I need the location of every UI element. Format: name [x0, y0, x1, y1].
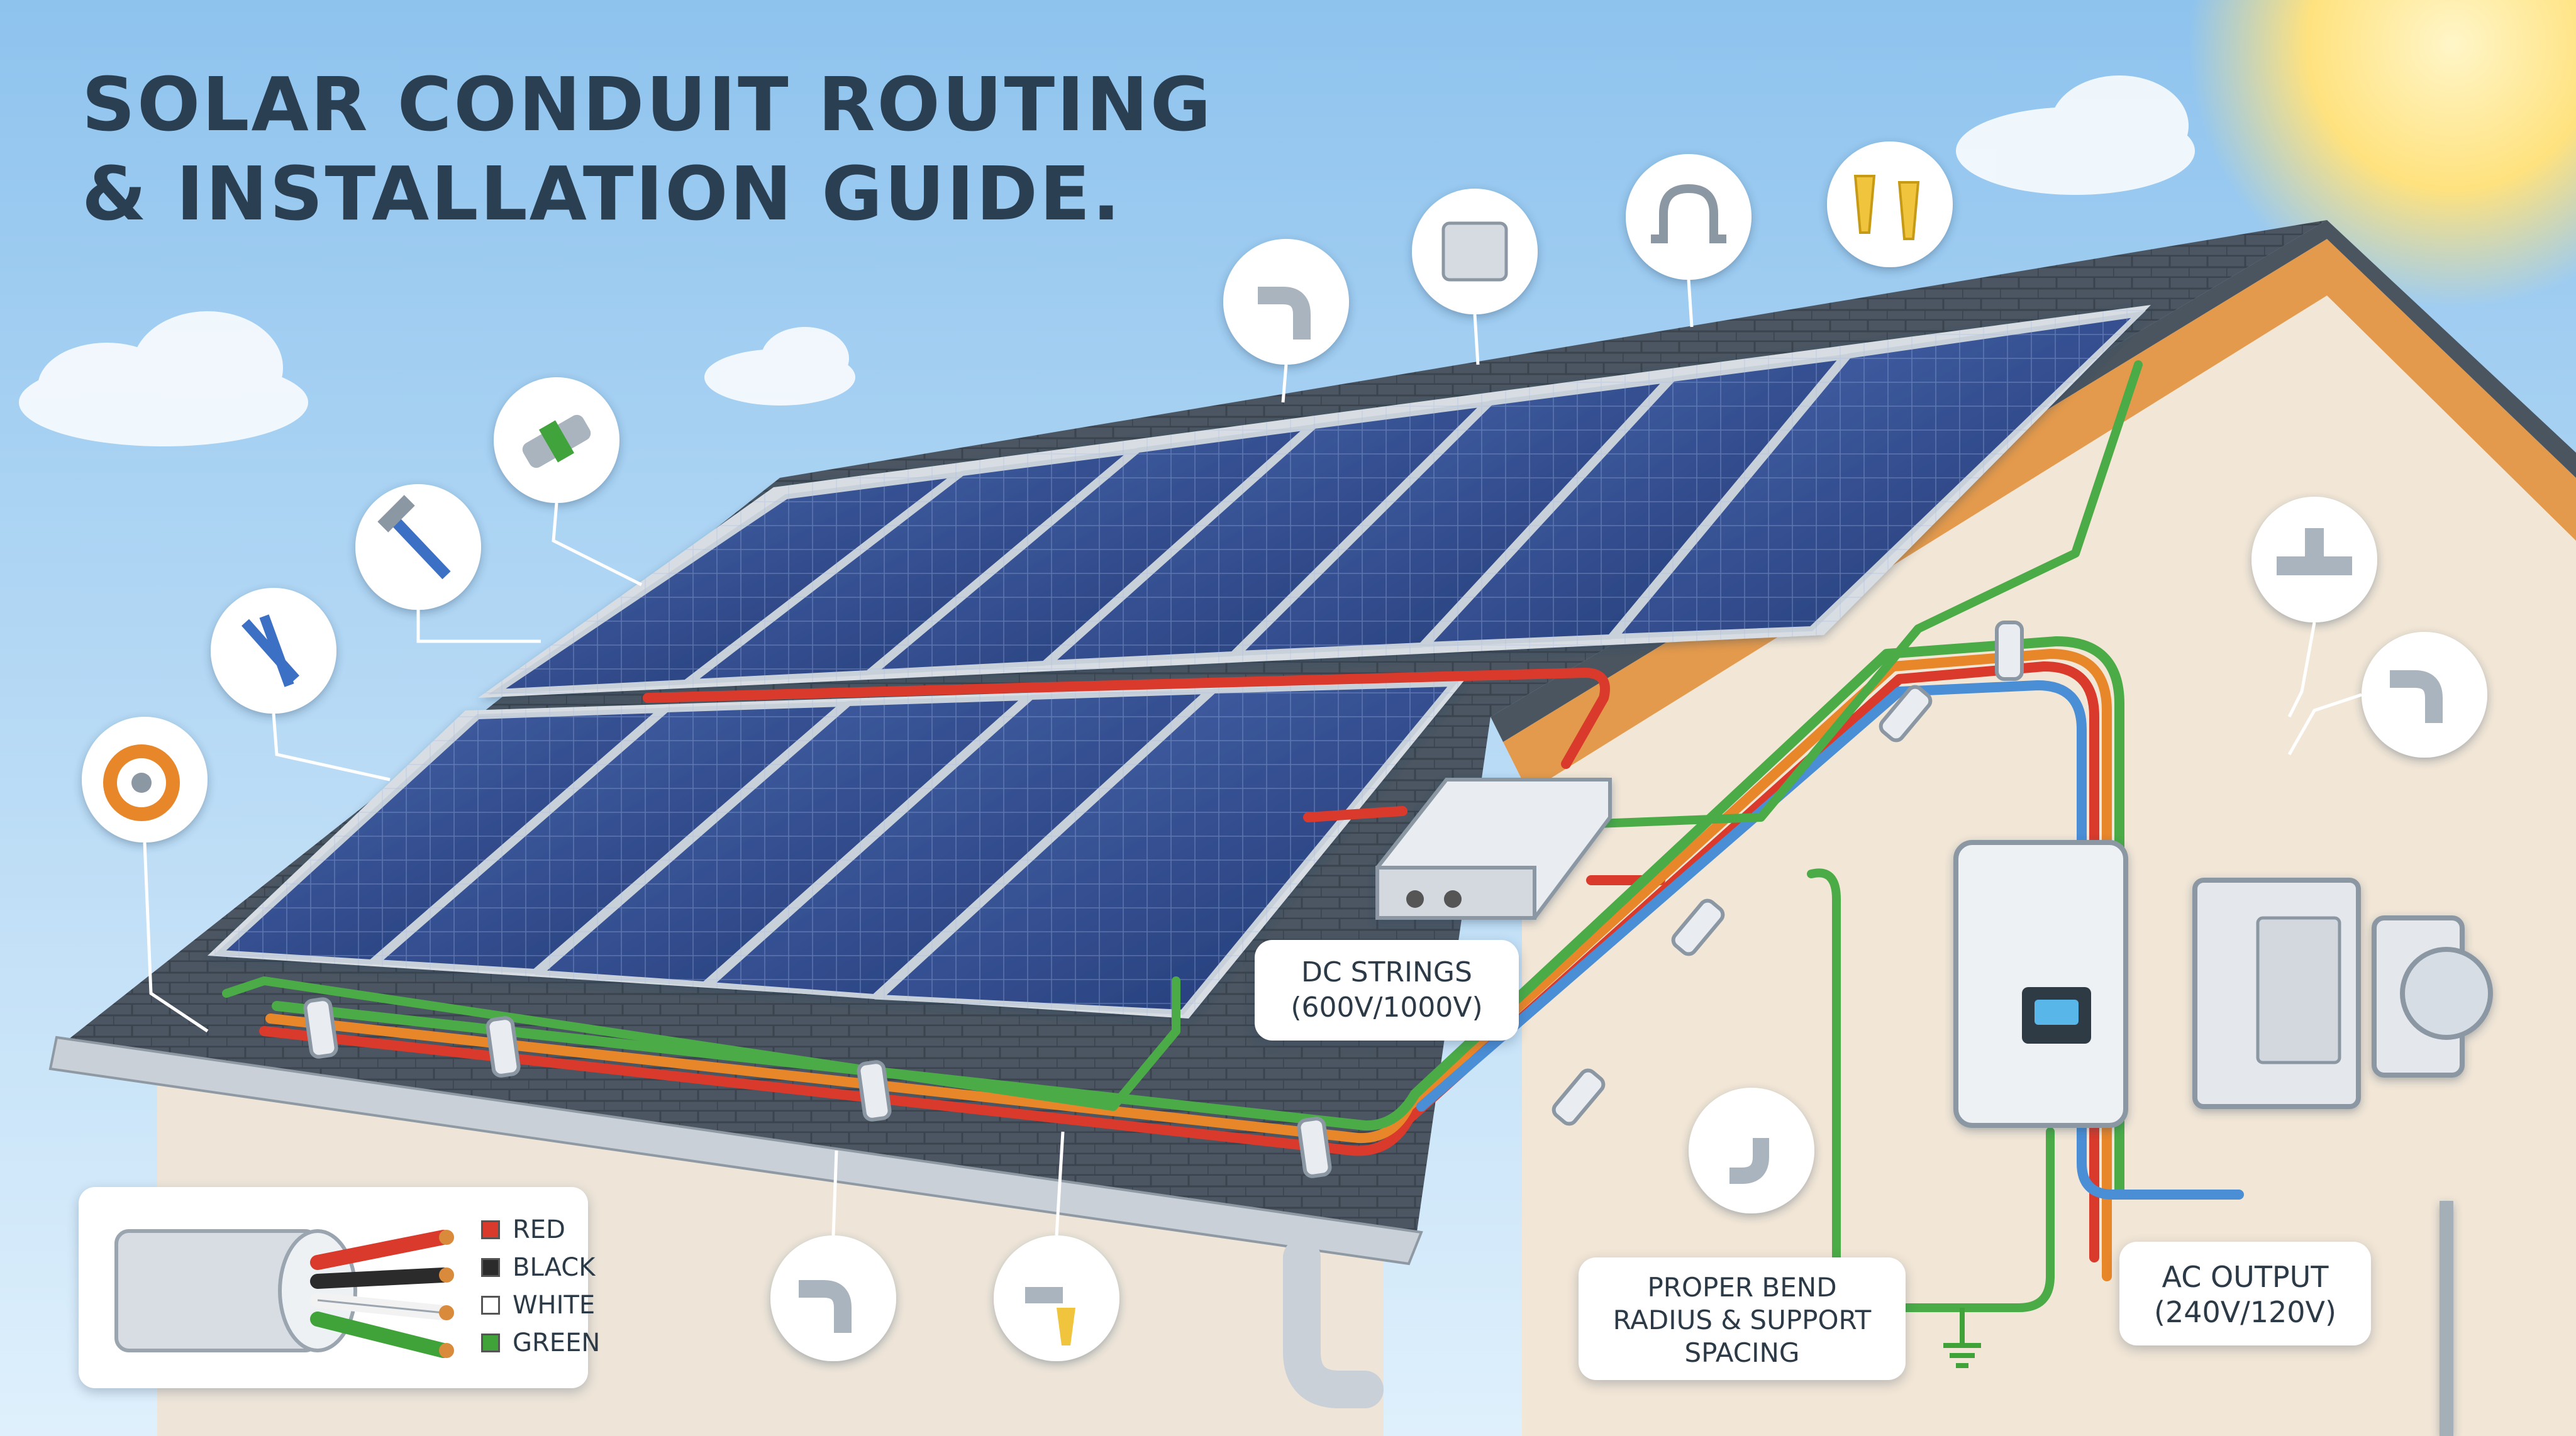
downspout — [1283, 1239, 1384, 1408]
junction-box-icon — [1412, 189, 1538, 314]
dc-strings-callout: DC STRINGS (600V/1000V) — [1255, 940, 1519, 1041]
gutter — [48, 1036, 1423, 1266]
legend-label-red: RED — [513, 1215, 565, 1244]
gable-fascia — [1503, 239, 2576, 792]
legend-label-green: GREEN — [513, 1328, 601, 1357]
wire-connector-icon — [994, 1235, 1119, 1361]
legend-swatch-red — [481, 1220, 500, 1239]
bend-radius-line-2: RADIUS & SUPPORT — [1613, 1305, 1872, 1335]
hammer-icon — [355, 484, 481, 610]
legend-item-black: BLACK — [481, 1253, 595, 1282]
legend-item-green: GREEN — [481, 1328, 600, 1357]
leader-lines — [143, 279, 2362, 1236]
ac-output-voltage: (240V/120V) — [2154, 1295, 2336, 1329]
combiner-box — [1375, 778, 1612, 920]
elbow-fitting-icon — [1223, 239, 1349, 365]
legend-swatch-green — [481, 1334, 500, 1352]
page-title: SOLAR CONDUIT ROUTING & INSTALLATION GUI… — [82, 60, 1213, 238]
legend-item-white: WHITE — [481, 1291, 595, 1320]
panel-array-upper — [478, 305, 2151, 698]
fish-tape-icon — [82, 717, 208, 842]
conduit-clamps — [303, 621, 2024, 1178]
conduit-bundle — [222, 360, 2244, 1312]
ac-output-callout: AC OUTPUT (240V/120V) — [2119, 1242, 2371, 1345]
ground-symbol — [1943, 1308, 1981, 1368]
bend-radius-line-1: PROPER BEND — [1647, 1272, 1837, 1303]
coupling-icon — [494, 377, 619, 503]
conduit-cross-section-icon — [114, 1229, 454, 1358]
dc-strings-label: DC STRINGS — [1301, 956, 1472, 988]
inverter — [1953, 840, 2128, 1128]
bend-radius-callout: PROPER BEND RADIUS & SUPPORT SPACING — [1579, 1257, 1906, 1380]
utility-meter — [2372, 915, 2493, 1436]
legend-label-white: WHITE — [513, 1291, 596, 1320]
wire-stripper-icon — [211, 588, 336, 714]
conduit-strap-icon — [1626, 154, 1752, 280]
clouds — [19, 75, 2195, 446]
panel-array-lower — [208, 679, 1465, 1019]
wire-nut-icon — [1827, 141, 1953, 267]
title-line-2: & INSTALLATION GUIDE. — [82, 150, 1123, 237]
tee-fitting-icon — [2251, 497, 2377, 622]
dc-strings-voltage: (600V/1000V) — [1291, 991, 1483, 1024]
sweep-elbow-icon — [2362, 632, 2487, 758]
ac-disconnect — [2192, 878, 2361, 1109]
legend-label-black: BLACK — [513, 1253, 596, 1282]
conduit-elbow-icon — [770, 1235, 896, 1361]
bend-radius-line-3: SPACING — [1684, 1337, 1800, 1368]
wire-color-legend: RED BLACK WHITE GREEN — [79, 1187, 600, 1388]
legend-item-red: RED — [481, 1215, 565, 1244]
ac-output-label: AC OUTPUT — [2162, 1260, 2329, 1294]
legend-swatch-white — [481, 1296, 500, 1315]
legend-swatch-black — [481, 1258, 500, 1277]
title-line-1: SOLAR CONDUIT ROUTING — [82, 61, 1213, 148]
bend-icon — [1689, 1088, 1814, 1213]
